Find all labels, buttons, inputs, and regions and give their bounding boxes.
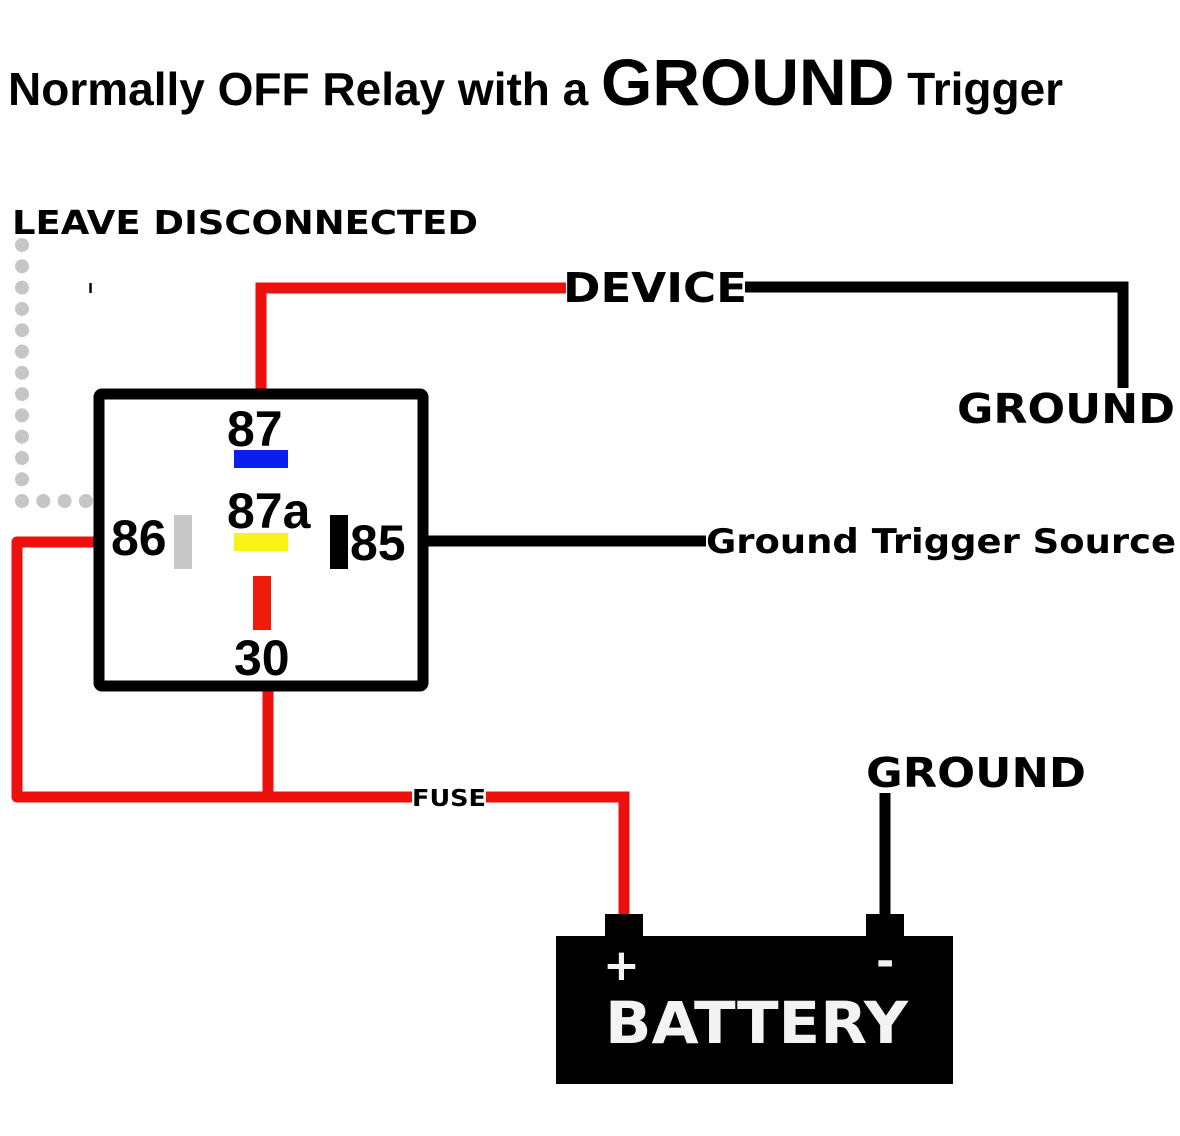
pin-30-terminal <box>253 576 271 630</box>
disconnected-wire-dot <box>36 494 51 508</box>
battery: + - BATTERY <box>556 914 953 1084</box>
wire-30-to-fuse <box>262 688 412 803</box>
wire-87-to-device <box>255 282 566 392</box>
disconnected-wire-dot <box>15 472 29 487</box>
pin-87-label: 87 <box>227 401 283 457</box>
disconnected-wire-dot <box>15 280 29 295</box>
disconnected-wire-dot <box>15 259 29 274</box>
title-part-2: Trigger <box>894 63 1063 115</box>
pin-86-terminal <box>174 515 192 569</box>
ground-trigger-source-label: Ground Trigger Source <box>706 522 1176 562</box>
disconnected-wire-dot <box>15 408 29 423</box>
disconnected-wire-dot <box>78 494 93 508</box>
pin-85-terminal <box>330 515 348 569</box>
pin-87a-terminal <box>234 533 288 551</box>
fuse-label: FUSE <box>412 786 486 812</box>
disconnected-wire-dot <box>15 494 29 508</box>
leave-disconnected-label: LEAVE DISCONNECTED <box>12 203 478 242</box>
battery-positive-symbol: + <box>603 940 640 991</box>
battery-ground-label: GROUND <box>866 749 1086 797</box>
diagram-title: Normally OFF Relay with a GROUND Trigger <box>8 45 1063 119</box>
battery-positive-post <box>605 914 643 940</box>
title-emphasis: GROUND <box>601 45 894 119</box>
wire-86-feed <box>11 536 268 803</box>
pin-85-label: 85 <box>350 515 406 571</box>
disconnected-wire-dot <box>15 387 29 402</box>
pin-86-label: 86 <box>111 510 167 566</box>
battery-negative-symbol: - <box>876 936 894 987</box>
disconnected-wire-dot <box>15 238 29 252</box>
battery-body <box>556 936 953 1084</box>
wire-fuse-to-battery-positive <box>486 791 630 917</box>
disconnected-wire-dot <box>15 301 29 316</box>
relay: 87 87a 86 85 30 <box>93 388 429 692</box>
disconnected-wire-dot <box>15 429 29 444</box>
device-ground-label: GROUND <box>957 385 1175 433</box>
stray-mark: ı <box>88 277 93 297</box>
device-label: DEVICE <box>563 264 747 312</box>
disconnected-wire-dot <box>15 451 29 465</box>
wire-device-to-ground <box>745 281 1129 388</box>
pin-87a-label: 87a <box>227 483 312 539</box>
battery-label: BATTERY <box>605 989 909 1057</box>
battery-negative-post <box>866 914 904 940</box>
disconnected-wire-dot <box>15 365 29 380</box>
disconnected-wire-dot <box>57 494 72 508</box>
disconnected-wire-dot <box>15 344 29 359</box>
disconnected-wire-dot <box>15 323 29 338</box>
pin-30-label: 30 <box>234 630 290 686</box>
title-part-1: Normally OFF Relay with a <box>8 63 601 115</box>
pin-87-terminal <box>234 450 288 468</box>
